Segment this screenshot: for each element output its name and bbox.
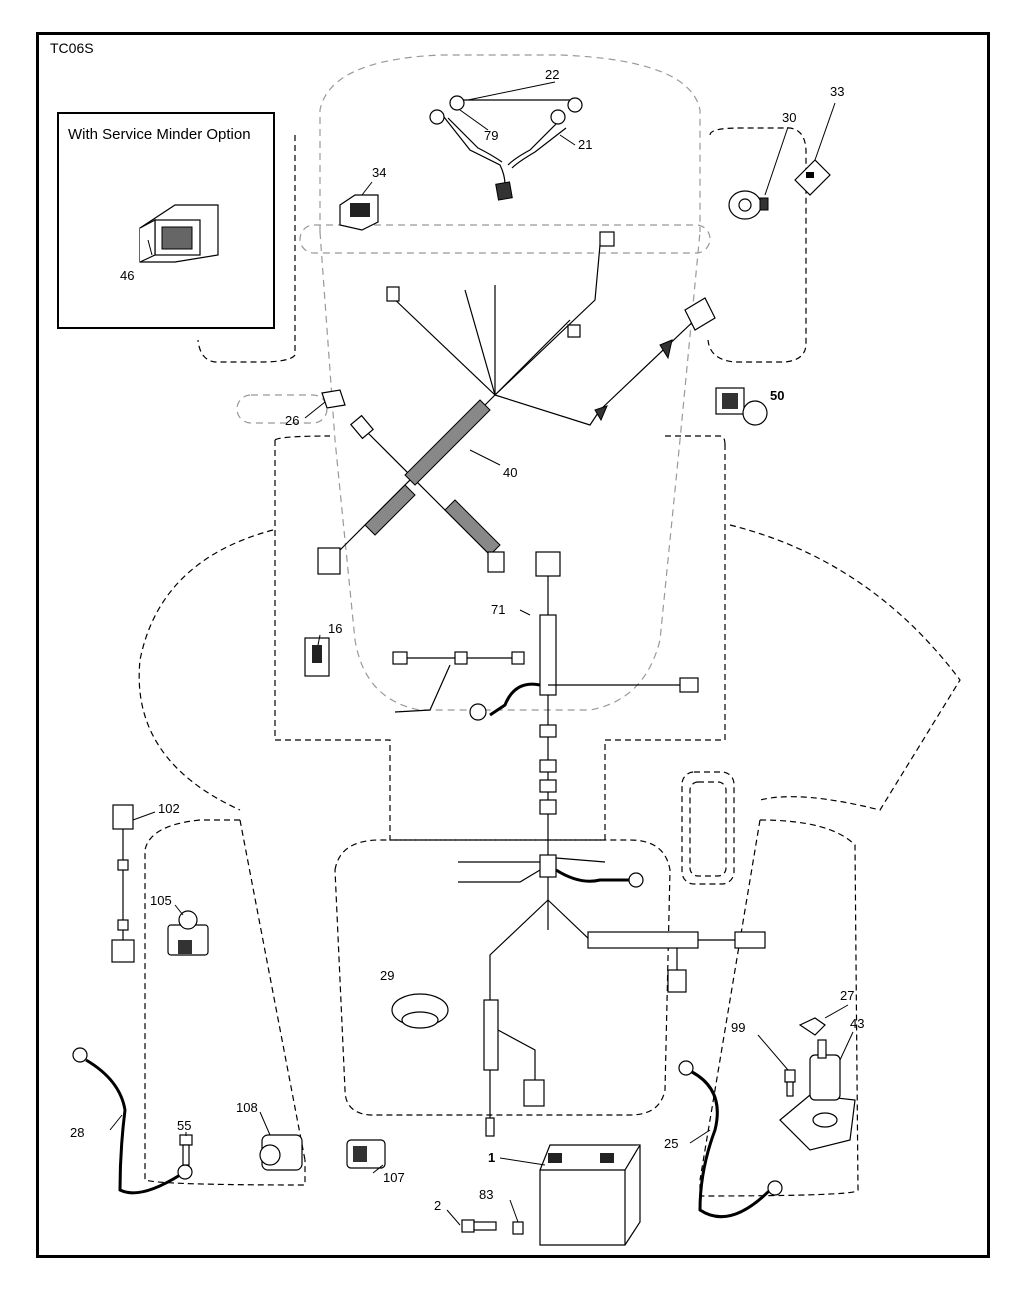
callout-99: 99 bbox=[731, 1020, 745, 1035]
callout-26: 26 bbox=[285, 413, 299, 428]
callout-83: 83 bbox=[479, 1187, 493, 1202]
callout-22: 22 bbox=[545, 67, 559, 82]
part-28-cable bbox=[72, 1047, 193, 1195]
callout-21: 21 bbox=[578, 137, 592, 152]
callout-29: 29 bbox=[380, 968, 394, 983]
callout-25: 25 bbox=[664, 1136, 678, 1151]
part-55-bolt bbox=[179, 1134, 193, 1166]
callout-40: 40 bbox=[503, 465, 517, 480]
diagram-code: TC06S bbox=[50, 40, 94, 56]
main-harness bbox=[317, 231, 716, 575]
service-minder-display-part bbox=[139, 204, 219, 263]
callout-71: 71 bbox=[491, 602, 505, 617]
part-27-nut bbox=[798, 1017, 826, 1036]
part-105-solenoid bbox=[167, 910, 209, 956]
part-26-fuse bbox=[321, 389, 346, 409]
callout-105: 105 bbox=[150, 893, 172, 908]
callouts: 22 79 21 30 33 34 46 26 50 40 71 16 102 … bbox=[70, 67, 864, 1213]
part-29-grommet bbox=[391, 993, 449, 1029]
callout-43: 43 bbox=[850, 1016, 864, 1031]
callout-30: 30 bbox=[782, 110, 796, 125]
part-25-cable bbox=[678, 1060, 783, 1219]
callout-107: 107 bbox=[383, 1170, 405, 1185]
part-50-switch bbox=[715, 387, 768, 426]
leader-lines bbox=[109, 81, 854, 1226]
callout-16: 16 bbox=[328, 621, 342, 636]
part-1-battery bbox=[539, 1144, 641, 1246]
part-30-ignition-switch bbox=[728, 190, 769, 220]
part-108-motor bbox=[259, 1134, 303, 1171]
diagram-frame bbox=[36, 32, 990, 1258]
callout-34: 34 bbox=[372, 165, 386, 180]
callout-2: 2 bbox=[434, 1198, 441, 1213]
callout-27: 27 bbox=[840, 988, 854, 1003]
callout-79: 79 bbox=[484, 128, 498, 143]
callout-55: 55 bbox=[177, 1118, 191, 1133]
harness-loom-section bbox=[364, 399, 501, 556]
service-minder-option-box: With Service Minder Option bbox=[57, 112, 275, 329]
lower-harness bbox=[392, 551, 766, 1137]
part-83-nut bbox=[512, 1221, 524, 1235]
part-34-switch bbox=[339, 194, 379, 231]
callout-46: 46 bbox=[120, 268, 134, 283]
part-2-bolt bbox=[461, 1219, 497, 1233]
option-box-label: With Service Minder Option bbox=[68, 126, 251, 143]
part-107-module bbox=[346, 1139, 386, 1169]
part-43-solenoid bbox=[779, 1039, 856, 1151]
headlight-harness bbox=[429, 95, 583, 201]
part-99-bolt bbox=[784, 1069, 796, 1097]
part-33-key bbox=[794, 159, 831, 196]
hood-outline bbox=[236, 54, 711, 711]
callout-102: 102 bbox=[158, 801, 180, 816]
callout-1: 1 bbox=[488, 1150, 495, 1165]
callout-108: 108 bbox=[236, 1100, 258, 1115]
callout-33: 33 bbox=[830, 84, 844, 99]
part-102-harness bbox=[111, 804, 135, 963]
body-outline bbox=[138, 127, 961, 1197]
part-16-relay bbox=[304, 637, 330, 677]
callout-50: 50 bbox=[770, 388, 784, 403]
callout-28: 28 bbox=[70, 1125, 84, 1140]
